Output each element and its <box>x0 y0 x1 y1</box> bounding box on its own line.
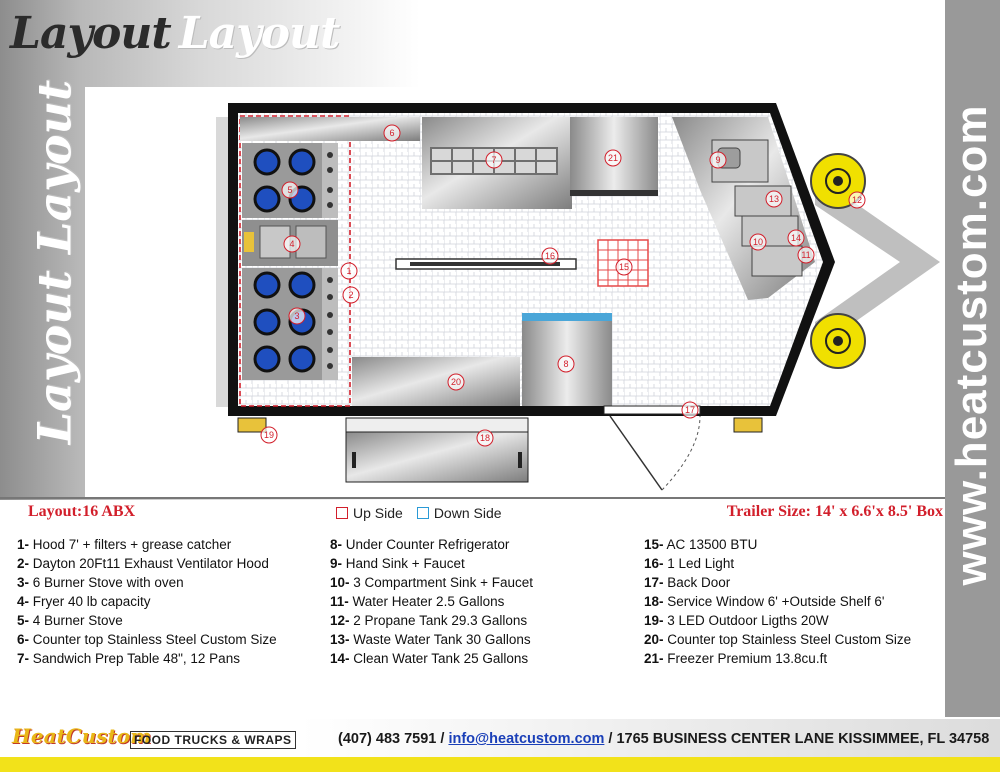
legend-item: 13- Waste Water Tank 30 Gallons <box>330 632 531 647</box>
legend-item: 19- 3 LED Outdoor Ligths 20W <box>644 613 829 628</box>
service-window <box>345 417 529 483</box>
back-door <box>603 405 701 491</box>
item-list-col-1: 1- Hood 7' + filters + grease catcher 2- … <box>17 535 277 668</box>
email-link[interactable]: info@heatcustom.com <box>448 731 605 747</box>
marker-circle-16 <box>541 247 559 265</box>
marker-circle-12 <box>848 191 866 209</box>
marker-label-7: 7 <box>491 155 496 165</box>
brand-strip <box>945 0 1000 717</box>
legend-item: 21- Freezer Premium 13.8cu.ft <box>644 651 828 666</box>
legend-item: 9- Hand Sink + Faucet <box>330 556 465 571</box>
food-trucks-logo: FOOD TRUCKS & WRAPS <box>130 731 296 749</box>
legend-item: 18- Service Window 6' +Outside Shelf 6' <box>644 594 885 609</box>
legend: Up Side Down Side <box>336 505 502 521</box>
marker-circle-6 <box>383 124 401 142</box>
legend-item: 5- 4 Burner Stove <box>17 613 123 628</box>
legend-down-label: Down Side <box>433 505 502 521</box>
item-list-col-2: 8- Under Counter Refrigerator 9- Hand Sin… <box>330 535 533 668</box>
heatcustom-logo: HeatCustom <box>12 724 152 748</box>
marker-circle-7 <box>485 151 503 169</box>
footer-bar <box>0 719 1000 757</box>
marker-circle-15 <box>615 258 633 276</box>
sink-counter <box>672 117 815 300</box>
marker-label-10: 10 <box>753 237 763 247</box>
marker-label-8: 8 <box>563 359 568 369</box>
marker-circle-10 <box>749 233 767 251</box>
legend-item: 15- AC 13500 BTU <box>644 537 758 552</box>
marker-label-15: 15 <box>619 262 629 272</box>
legend-item: 10- 3 Compartment Sink + Faucet <box>330 575 533 590</box>
legend-item: 1- Hood 7' + filters + grease catcher <box>17 537 232 552</box>
marker-circle-21 <box>604 149 622 167</box>
marker-label-17: 17 <box>685 405 695 415</box>
legend-item: 2- Dayton 20Ft11 Exhaust Ventilator Hood <box>17 556 269 571</box>
legend-item: 12- 2 Propane Tank 29.3 Gallons <box>330 613 528 628</box>
legend-item: 3- 6 Burner Stove with oven <box>17 575 184 590</box>
marker-label-20: 20 <box>451 377 461 387</box>
marker-label-2: 2 <box>348 290 353 300</box>
title-word-1: Layout <box>10 8 172 59</box>
outdoor-light-left <box>237 417 267 433</box>
item-list-col-3: 15- AC 13500 BTU 16- 1 Led Light 17- Back … <box>644 535 911 668</box>
legend-item: 14- Clean Water Tank 25 Gallons <box>330 651 529 666</box>
footer-yellow-strip <box>0 757 1000 772</box>
title-word-2: Layout <box>178 8 341 59</box>
marker-circle-5 <box>281 181 299 199</box>
marker-label-16: 16 <box>545 251 555 261</box>
marker-label-11: 11 <box>801 250 810 260</box>
marker-label-5: 5 <box>287 185 292 195</box>
legend-item: 7- Sandwich Prep Table 48", 12 Pans <box>17 651 240 666</box>
marker-label-9: 9 <box>715 155 720 165</box>
marker-circle-1 <box>340 262 358 280</box>
marker-label-21: 21 <box>608 153 618 163</box>
marker-circle-4 <box>283 235 301 253</box>
down-side-swatch <box>416 507 429 519</box>
marker-circle-11 <box>797 246 815 264</box>
legend-item: 8- Under Counter Refrigerator <box>330 537 510 552</box>
marker-label-12: 12 <box>852 195 862 205</box>
contact-line: (407) 483 7591 / info@heatcustom.com / 1… <box>338 731 990 747</box>
hitch-frame <box>815 175 940 350</box>
marker-circle-17 <box>681 401 699 419</box>
layout-name: Layout:16 ABX <box>28 503 136 520</box>
legend-item: 11- Water Heater 2.5 Gallons <box>330 594 505 609</box>
counter-top-20 <box>352 357 520 406</box>
phone: (407) 483 7591 <box>338 731 437 747</box>
section-divider <box>0 497 945 499</box>
outdoor-light-right <box>733 417 763 433</box>
marker-circle-2 <box>342 286 360 304</box>
propane-tanks <box>810 153 866 369</box>
up-side-swatch <box>336 507 348 519</box>
marker-circle-19 <box>260 426 278 444</box>
burner-stove-6 <box>242 268 338 380</box>
marker-circle-14 <box>787 229 805 247</box>
marker-circle-18 <box>476 429 494 447</box>
marker-circle-13 <box>765 190 783 208</box>
marker-label-1: 1 <box>346 266 351 276</box>
marker-label-13: 13 <box>769 194 779 204</box>
marker-circle-9 <box>709 151 727 169</box>
legend-up-label: Up Side <box>353 505 403 521</box>
legend-item: 17- Back Door <box>644 575 731 590</box>
address: 1765 BUSINESS CENTER LANE KISSIMMEE, FL … <box>616 731 990 747</box>
legend-item: 16- 1 Led Light <box>644 556 735 571</box>
marker-circle-20 <box>447 373 465 391</box>
marker-label-4: 4 <box>289 239 294 249</box>
marker-label-3: 3 <box>294 311 299 321</box>
burner-stove-4 <box>242 143 338 218</box>
legend-item: 6- Counter top Stainless Steel Custom Si… <box>17 632 277 647</box>
marker-label-19: 19 <box>264 430 274 440</box>
marker-label-6: 6 <box>389 128 394 138</box>
marker-circle-3 <box>288 307 306 325</box>
marker-circle-8 <box>557 355 575 373</box>
legend-item: 4- Fryer 40 lb capacity <box>17 594 151 609</box>
rear-wall-shading <box>216 117 228 407</box>
marker-label-14: 14 <box>791 233 801 243</box>
legend-item: 20- Counter top Stainless Steel Custom S… <box>644 632 912 647</box>
trailer-size: Trailer Size: 14' x 6.6'x 8.5' Box <box>726 503 943 520</box>
marker-label-18: 18 <box>480 433 490 443</box>
